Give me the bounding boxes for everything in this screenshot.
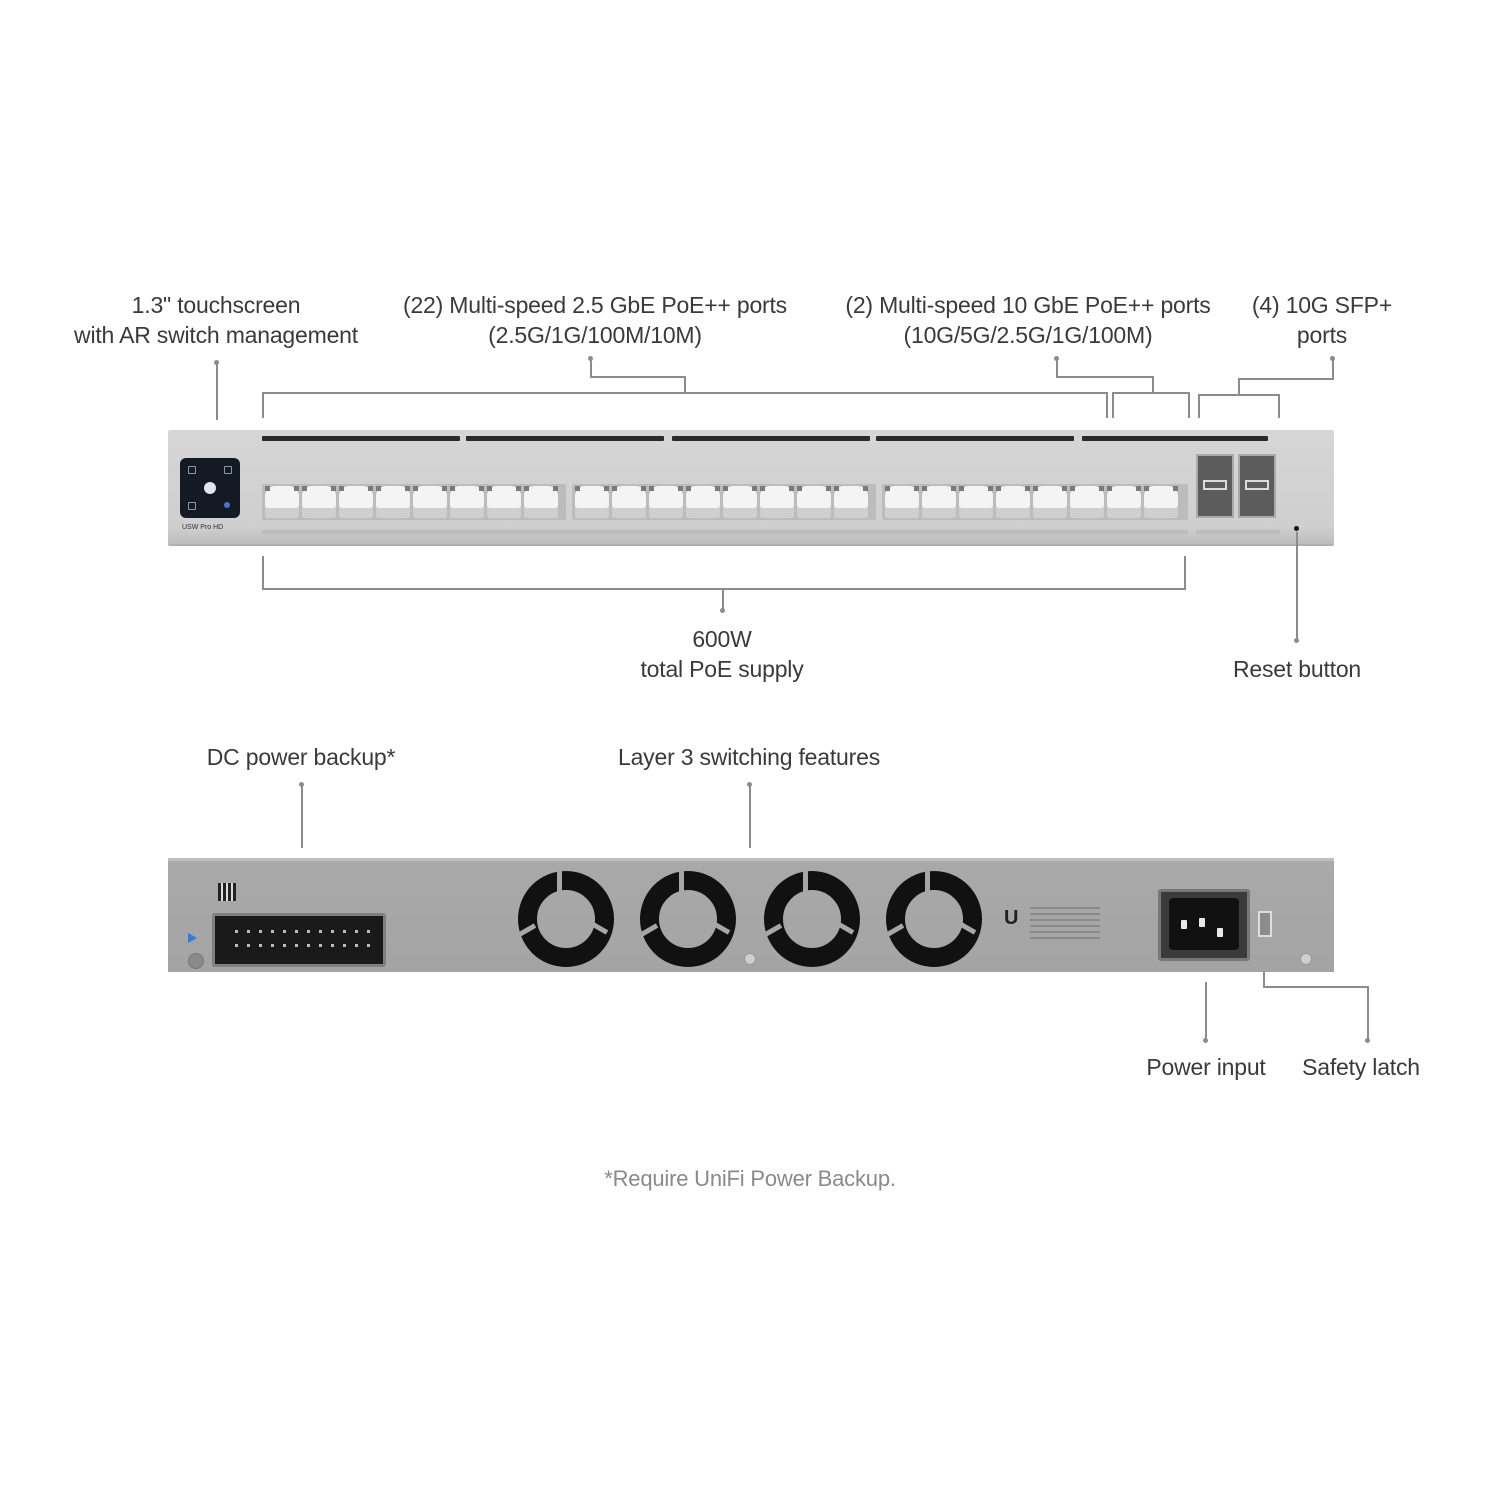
- ports-2-5g-callout: (22) Multi-speed 2.5 GbE PoE++ ports (2.…: [380, 290, 810, 350]
- vent-slot: [672, 436, 870, 441]
- reset-callout: Reset button: [1232, 656, 1362, 682]
- sfp-port-cage-1[interactable]: [1196, 454, 1234, 518]
- switch-rear-panel: U: [168, 858, 1334, 972]
- ground-screw-icon: [1300, 953, 1312, 965]
- rj45-port[interactable]: [524, 486, 558, 518]
- fan-icon: [882, 870, 982, 967]
- touchscreen-label-line2: with AR switch management: [74, 322, 358, 348]
- screen-device-icon: [188, 502, 196, 510]
- rj45-port[interactable]: [376, 486, 410, 518]
- rj45-port-10g[interactable]: [1144, 486, 1178, 518]
- vent-slot: [262, 436, 460, 441]
- rj45-port[interactable]: [575, 486, 609, 518]
- regulatory-label: [1030, 907, 1100, 943]
- power-input-callout: Power input: [1146, 1054, 1266, 1080]
- port-led-bar: [262, 530, 1188, 534]
- rj45-port[interactable]: [450, 486, 484, 518]
- rj45-port[interactable]: [302, 486, 336, 518]
- sfp-callout: (4) 10G SFP+ ports: [1244, 290, 1400, 350]
- rj45-port[interactable]: [723, 486, 757, 518]
- rj45-port[interactable]: [649, 486, 683, 518]
- touchscreen-callout: 1.3" touchscreen with AR switch manageme…: [60, 290, 372, 350]
- fan-icon: [760, 870, 860, 967]
- dc-power-backup-connector[interactable]: [212, 913, 386, 967]
- qr-code-label: [218, 883, 236, 901]
- touchscreen-display[interactable]: [180, 458, 240, 518]
- touchscreen-label-line1: 1.3" touchscreen: [131, 292, 301, 318]
- rj45-port[interactable]: [339, 486, 373, 518]
- ports-10g-label-line2: (10G/5G/2.5G/1G/100M): [903, 322, 1153, 348]
- footnote: *Require UniFi Power Backup.: [604, 1166, 896, 1191]
- vent-slot: [466, 436, 664, 441]
- led-indicator-icon: [188, 933, 197, 943]
- fan-icon: [514, 870, 614, 967]
- screen-status-icon: [224, 502, 230, 508]
- ground-screw-icon: [188, 953, 204, 969]
- screw-icon: [744, 953, 756, 965]
- sfp-port-cage-2[interactable]: [1238, 454, 1276, 518]
- poe-supply-label-line1: 600W: [692, 626, 752, 652]
- rj45-port[interactable]: [265, 486, 299, 518]
- rj45-port[interactable]: [487, 486, 521, 518]
- poe-supply-callout: 600W total PoE supply: [570, 624, 874, 684]
- rj45-port-group-2: [572, 484, 876, 520]
- screen-center-icon: [204, 482, 216, 494]
- safety-latch-callout: Safety latch: [1302, 1054, 1420, 1080]
- rj45-port[interactable]: [797, 486, 831, 518]
- rj45-port[interactable]: [959, 486, 993, 518]
- ports-2-5g-label-line1: (22) Multi-speed 2.5 GbE PoE++ ports: [402, 292, 787, 318]
- rj45-port-group-1: [262, 484, 566, 520]
- rj45-port[interactable]: [922, 486, 956, 518]
- power-input-socket[interactable]: [1158, 889, 1250, 961]
- rj45-port[interactable]: [760, 486, 794, 518]
- ports-10g-label-line1: (2) Multi-speed 10 GbE PoE++ ports: [845, 292, 1211, 318]
- ubiquiti-logo-icon: U: [1004, 907, 1019, 929]
- ports-10g-callout: (2) Multi-speed 10 GbE PoE++ ports (10G/…: [826, 290, 1230, 350]
- brand-label: USW Pro HD: [182, 524, 224, 531]
- poe-supply-label-line2: total PoE supply: [640, 656, 804, 682]
- rj45-port-group-3: [882, 484, 1188, 520]
- sfp-led-bar: [1196, 530, 1280, 534]
- sfp-label-line1: (4) 10G SFP+: [1251, 292, 1393, 318]
- socket-pin: [1217, 928, 1223, 937]
- vent-slot: [1082, 436, 1268, 441]
- sfp-label-line2: ports: [1296, 322, 1348, 348]
- rj45-port[interactable]: [686, 486, 720, 518]
- switch-front-panel: USW Pro HD: [168, 430, 1334, 544]
- layer3-callout: Layer 3 switching features: [618, 744, 880, 770]
- screen-topology-icon: [224, 466, 232, 474]
- rj45-port[interactable]: [413, 486, 447, 518]
- dc-backup-callout: DC power backup*: [206, 744, 396, 770]
- reset-button[interactable]: [1294, 526, 1299, 531]
- rj45-port[interactable]: [1033, 486, 1067, 518]
- ports-2-5g-label-line2: (2.5G/1G/100M/10M): [488, 322, 702, 348]
- socket-pin: [1181, 920, 1187, 929]
- rj45-port[interactable]: [1070, 486, 1104, 518]
- rj45-port[interactable]: [885, 486, 919, 518]
- rj45-port[interactable]: [996, 486, 1030, 518]
- socket-pin: [1199, 918, 1205, 927]
- vent-slot: [876, 436, 1074, 441]
- rj45-port[interactable]: [612, 486, 646, 518]
- fan-icon: [636, 870, 736, 967]
- screen-square-icon: [188, 466, 196, 474]
- safety-latch[interactable]: [1258, 911, 1272, 937]
- rj45-port[interactable]: [834, 486, 868, 518]
- rj45-port-10g[interactable]: [1107, 486, 1141, 518]
